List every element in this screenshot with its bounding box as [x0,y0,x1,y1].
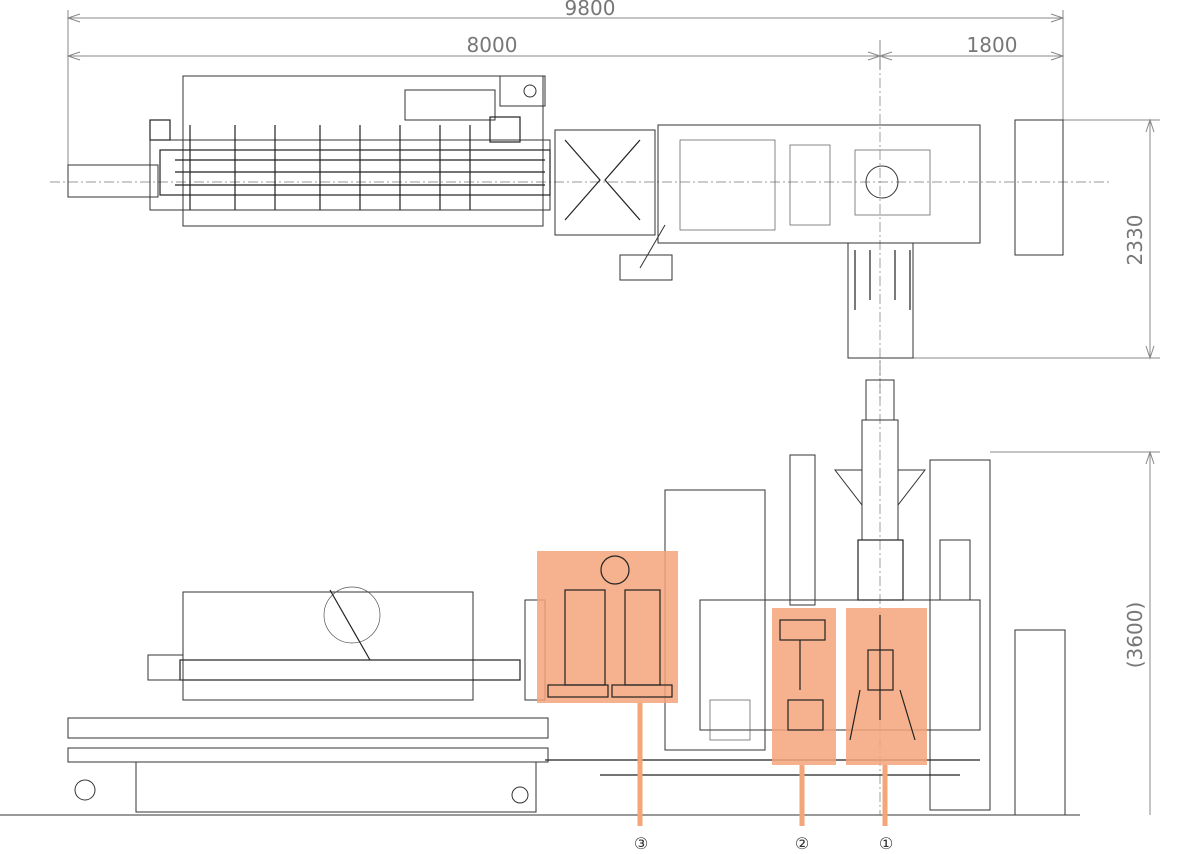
dimension-2330: 2330 [1123,215,1147,266]
highlight-region-1 [846,608,927,826]
highlight-region-3 [537,551,678,826]
dimension-9800: 9800 [565,0,616,20]
dimension-1800: 1800 [967,33,1018,57]
dimension-overall: 9800 [66,0,1065,165]
dimension-height: (3600) [990,450,1160,815]
dimension-width: 2330 [900,118,1160,360]
marker-3: ③ [634,834,648,853]
dimension-3600: (3600) [1123,602,1147,669]
plan-view [50,60,1110,400]
marker-2: ② [795,834,809,853]
marker-1: ① [879,834,893,853]
dimension-main: 8000 1800 [66,33,1065,70]
elevation-view [0,360,1080,816]
highlight-region-2 [772,608,836,826]
dimension-8000: 8000 [467,33,518,57]
